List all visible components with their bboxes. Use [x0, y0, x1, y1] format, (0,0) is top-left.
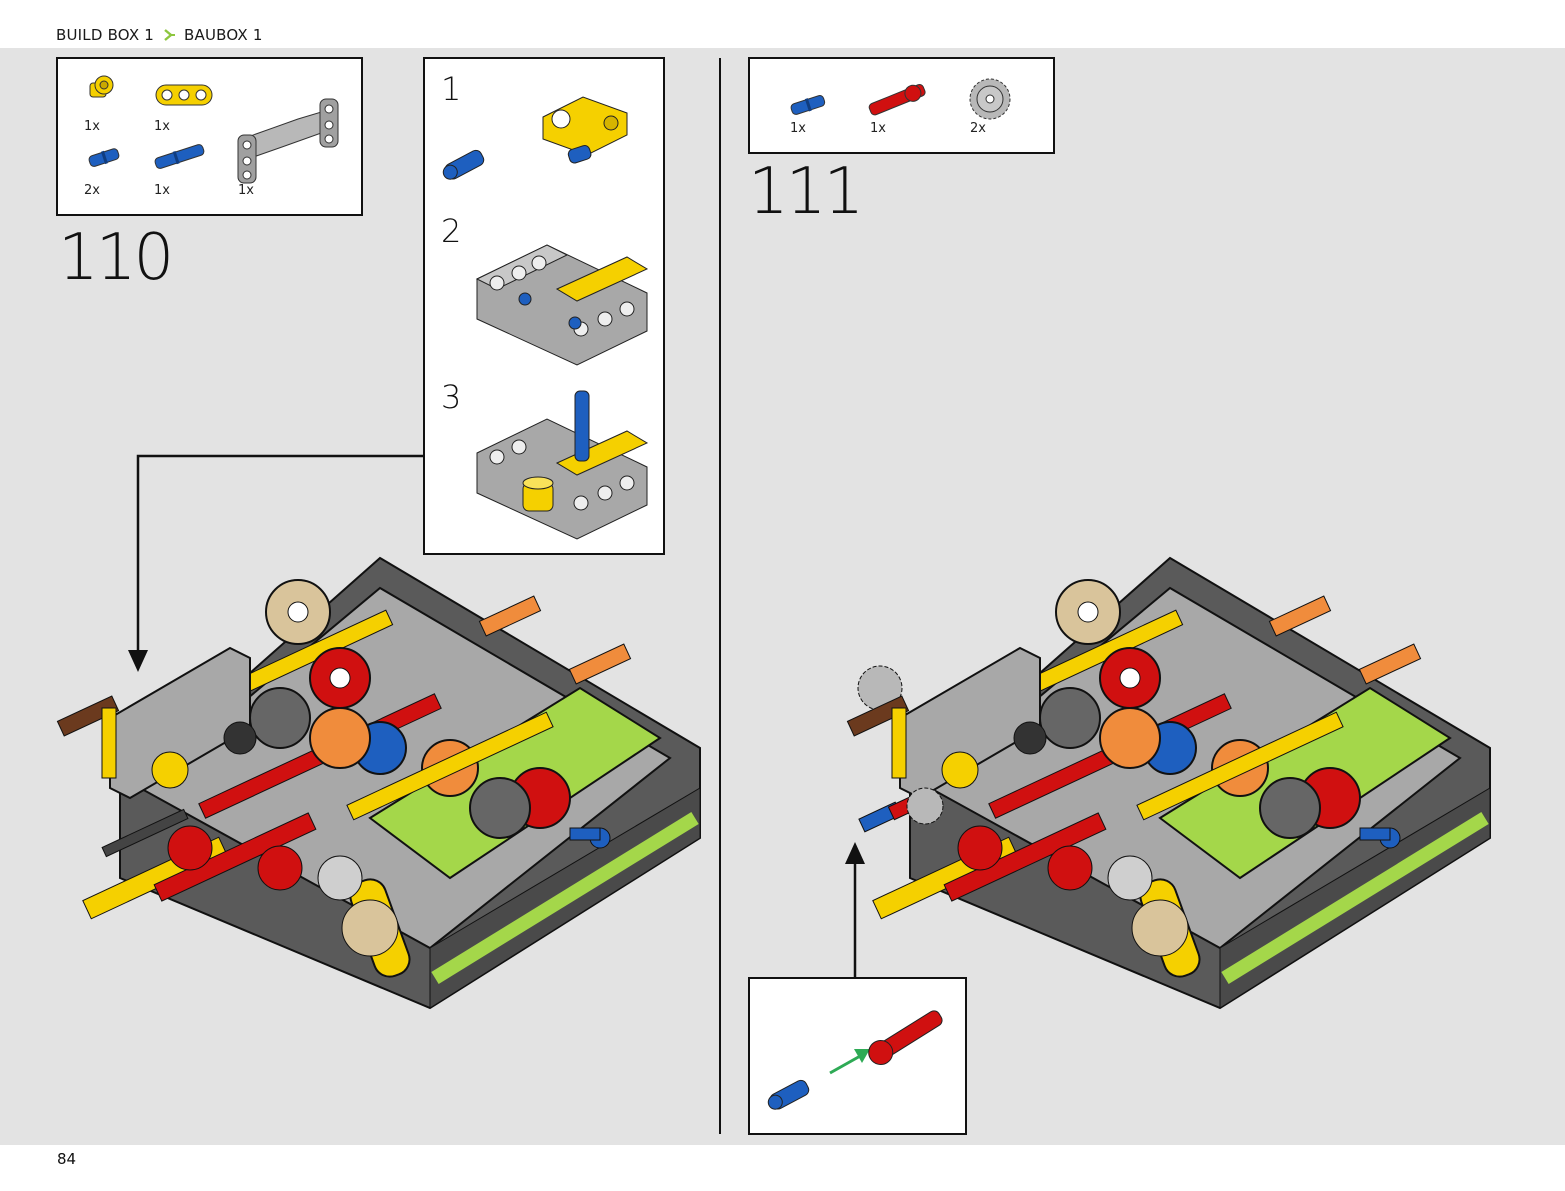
part-qty: 1x	[238, 183, 254, 198]
yellow-connector-part	[89, 75, 114, 98]
gearbox-model-step-110	[56, 556, 701, 1010]
parts-list-step-111: 1x 1x 2x	[748, 57, 1055, 154]
blue-pin-part	[790, 95, 826, 115]
step-number-111: 111	[748, 155, 864, 229]
blue-pin-part	[88, 148, 120, 167]
yellow-connector-part	[542, 96, 628, 156]
frame-assembly	[475, 244, 649, 366]
breadcrumb-baubox: BAUBOX 1	[184, 26, 263, 44]
substep-number: 1	[441, 70, 462, 108]
substep-number: 3	[441, 378, 462, 416]
chevron-right-icon	[164, 29, 176, 41]
part-qty: 1x	[790, 121, 806, 136]
red-axle-pin-part	[868, 83, 926, 116]
part-qty: 1x	[154, 183, 170, 198]
pin-assembly-illustration	[767, 1010, 943, 1110]
parts-list-step-110: 1x 1x 2x 1x 1x	[56, 57, 363, 216]
page-number: 84	[57, 1150, 77, 1168]
gray-frame-part	[237, 98, 339, 184]
red-axle-pin-part	[868, 1010, 943, 1065]
part-qty: 1x	[154, 119, 170, 134]
frame-assembly-with-pin	[476, 390, 649, 540]
gearbox-model-step-111	[846, 556, 1491, 1010]
blue-long-pin-part	[154, 144, 205, 169]
part-qty: 2x	[970, 121, 986, 136]
gray-gear-part	[969, 78, 1011, 120]
blue-pin-part	[442, 149, 485, 180]
part-qty: 1x	[84, 119, 100, 134]
blue-pin-part	[567, 145, 592, 164]
breadcrumb: BUILD BOX 1 BAUBOX 1	[56, 26, 263, 44]
yellow-double-connector-part	[155, 84, 213, 106]
subassembly-callout: 1 2 3	[423, 57, 665, 555]
parts-illustrations	[790, 78, 1011, 120]
pin-assembly-callout	[748, 977, 967, 1135]
blue-pin-part	[767, 1079, 810, 1110]
substep-number: 2	[441, 212, 462, 250]
column-divider	[719, 58, 721, 1134]
step-number-110: 110	[58, 221, 174, 295]
part-qty: 1x	[870, 121, 886, 136]
part-qty: 2x	[84, 183, 100, 198]
parts-illustrations	[88, 75, 339, 184]
subassembly-illustrations	[442, 96, 649, 540]
breadcrumb-build-box: BUILD BOX 1	[56, 26, 155, 44]
